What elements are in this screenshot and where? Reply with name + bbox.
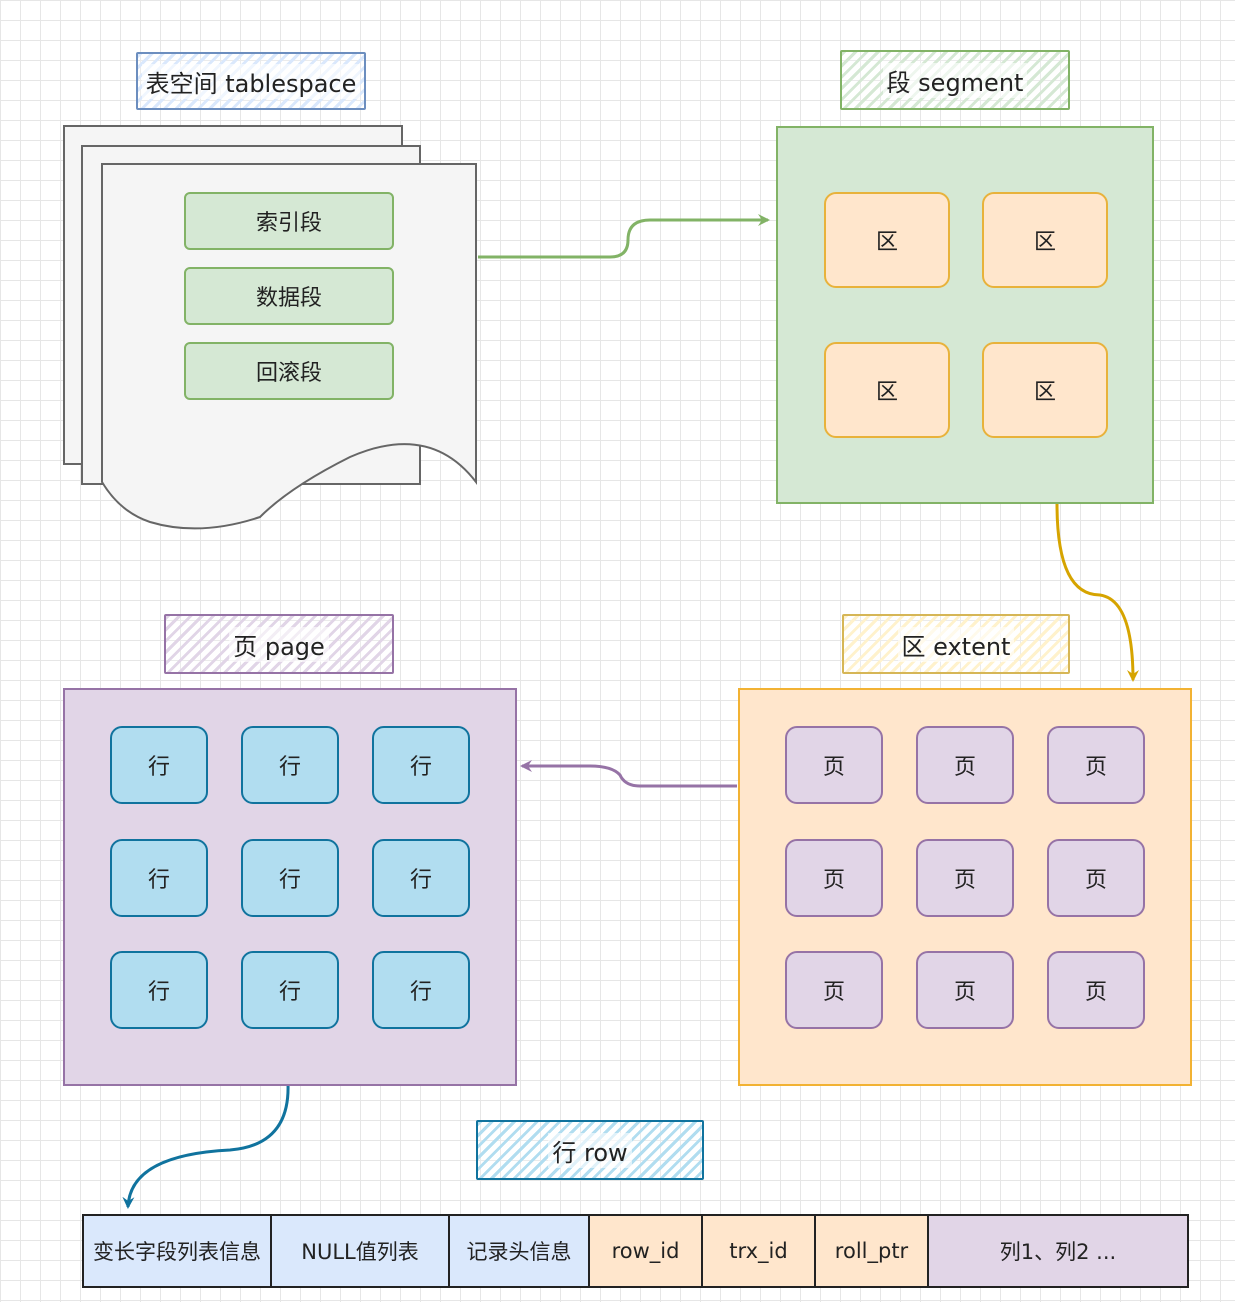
row-label-text: 行 row bbox=[548, 1132, 632, 1168]
segment-panel bbox=[776, 126, 1154, 504]
extent-label-text: 区 extent bbox=[897, 626, 1015, 662]
extent-label: 区 extent bbox=[842, 614, 1070, 674]
row-label: 行 row bbox=[476, 1120, 704, 1180]
tablespace-label-text: 表空间 tablespace bbox=[141, 63, 361, 99]
row-field-null-list: NULL值列表 bbox=[270, 1214, 450, 1288]
extent-page-cell: 页 bbox=[916, 726, 1014, 804]
tablespace-segment-data: 数据段 bbox=[184, 267, 394, 325]
page-row-cell: 行 bbox=[110, 726, 208, 804]
row-field-row-id: row_id bbox=[588, 1214, 703, 1288]
page-row-cell: 行 bbox=[372, 839, 470, 917]
arrow-page-to-row bbox=[122, 1083, 290, 1209]
arrow-extent-to-page bbox=[520, 760, 737, 788]
extent-page-cell: 页 bbox=[916, 839, 1014, 917]
segment-extent-cell: 区 bbox=[982, 192, 1108, 288]
arrow-segment-to-extent bbox=[1055, 503, 1139, 682]
page-label-text: 页 page bbox=[229, 626, 329, 662]
tablespace-document-stack bbox=[63, 125, 477, 530]
page-row-cell: 行 bbox=[372, 951, 470, 1029]
segment-extent-cell: 区 bbox=[824, 342, 950, 438]
segment-extent-cell: 区 bbox=[824, 192, 950, 288]
arrow-tablespace-to-segment bbox=[478, 214, 770, 259]
segment-label-text: 段 segment bbox=[882, 62, 1028, 98]
page-label: 页 page bbox=[164, 614, 394, 674]
extent-page-cell: 页 bbox=[785, 726, 883, 804]
page-row-cell: 行 bbox=[241, 839, 339, 917]
extent-page-cell: 页 bbox=[916, 951, 1014, 1029]
row-field-roll-ptr: roll_ptr bbox=[814, 1214, 929, 1288]
page-row-cell: 行 bbox=[241, 951, 339, 1029]
tablespace-label: 表空间 tablespace bbox=[136, 52, 366, 110]
extent-page-cell: 页 bbox=[1047, 726, 1145, 804]
row-field-columns: 列1、列2 ... bbox=[927, 1214, 1189, 1288]
segment-label: 段 segment bbox=[840, 50, 1070, 110]
tablespace-segment-index: 索引段 bbox=[184, 192, 394, 250]
row-field-variable-length-list: 变长字段列表信息 bbox=[82, 1214, 272, 1288]
extent-page-cell: 页 bbox=[1047, 839, 1145, 917]
row-field-trx-id: trx_id bbox=[701, 1214, 816, 1288]
segment-extent-cell: 区 bbox=[982, 342, 1108, 438]
extent-page-cell: 页 bbox=[785, 951, 883, 1029]
page-row-cell: 行 bbox=[241, 726, 339, 804]
row-field-record-header: 记录头信息 bbox=[448, 1214, 590, 1288]
extent-page-cell: 页 bbox=[1047, 951, 1145, 1029]
page-row-cell: 行 bbox=[110, 951, 208, 1029]
row-structure: 变长字段列表信息 NULL值列表 记录头信息 row_id trx_id rol… bbox=[82, 1214, 1189, 1288]
page-row-cell: 行 bbox=[372, 726, 470, 804]
tablespace-segment-rollback: 回滚段 bbox=[184, 342, 394, 400]
page-row-cell: 行 bbox=[110, 839, 208, 917]
extent-page-cell: 页 bbox=[785, 839, 883, 917]
